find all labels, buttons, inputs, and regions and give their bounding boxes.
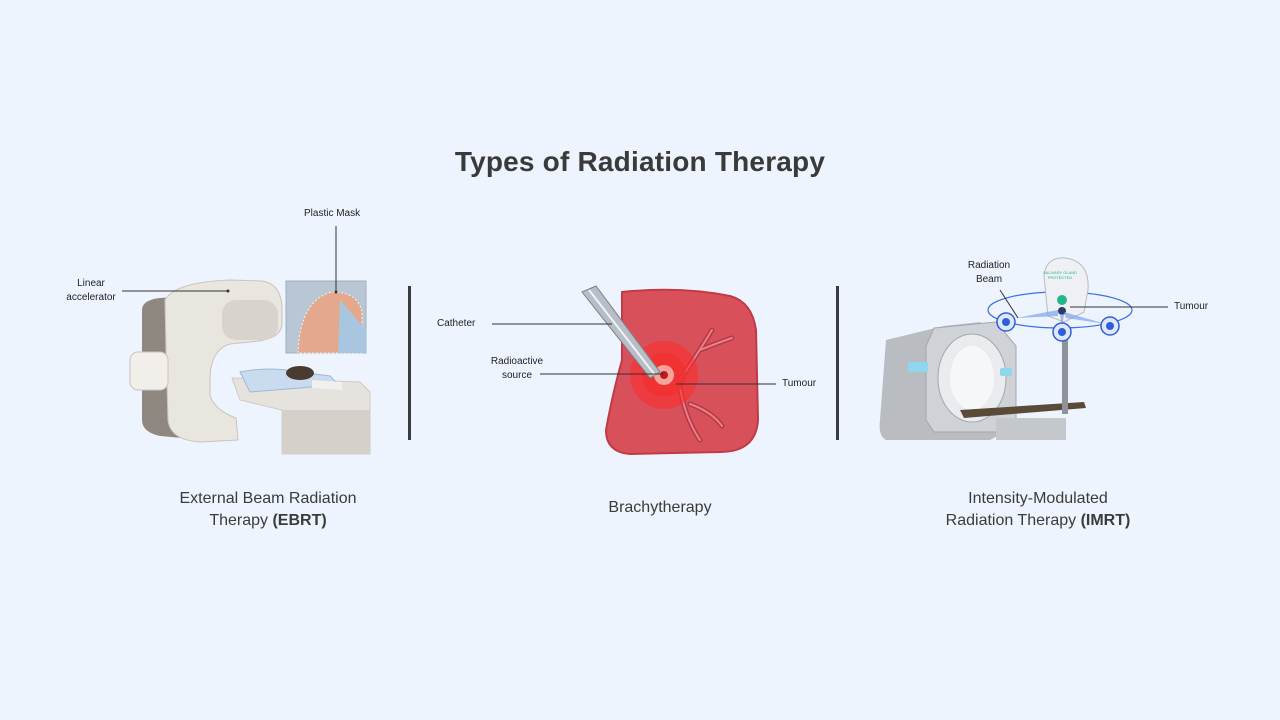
label-radioactive-source: Radioactive source [490,356,544,381]
label-tumour-brachy: Tumour [782,378,817,389]
label-linear-accelerator: Linear accelerator [66,278,116,303]
divider-right [836,286,839,440]
label-tumour-imrt: Tumour [1174,301,1209,312]
caption-imrt: Intensity-Modulated Radiation Therapy (I… [945,490,1131,529]
label-radiation-beam: Radiation Beam [967,260,1011,285]
label-catheter: Catheter [437,318,476,329]
page-title: Types of Radiation Therapy [454,146,826,177]
label-plastic-mask: Plastic Mask [304,208,361,219]
imrt-illustration [879,257,1133,440]
caption-brachytherapy: Brachytherapy [608,499,712,516]
divider-left [408,286,411,440]
caption-ebrt: External Beam Radiation Therapy (EBRT) [179,490,357,529]
radiation-beam-leader [999,289,1019,319]
brachytherapy-illustration [581,285,760,456]
ebrt-illustration [129,279,371,455]
label-salivary-gland: SALIVARY GLAND PROTECTED [1042,270,1077,280]
